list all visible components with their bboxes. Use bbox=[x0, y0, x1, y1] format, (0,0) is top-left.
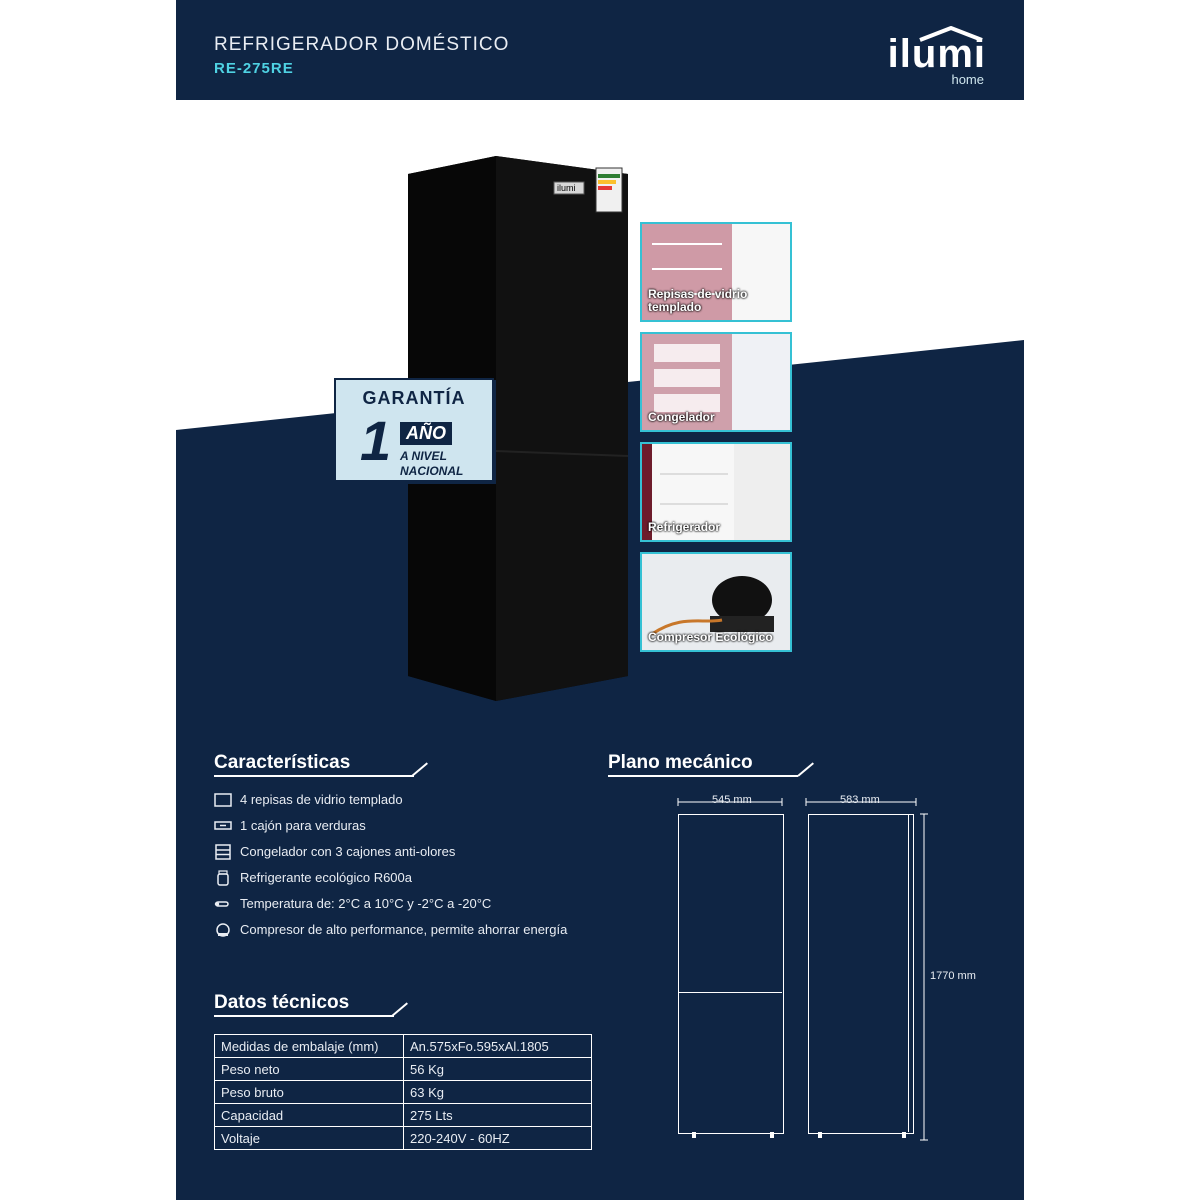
features-title: Características bbox=[214, 752, 351, 773]
compressor-icon bbox=[216, 923, 230, 937]
table-row: Peso neto 56 Kg bbox=[214, 1057, 592, 1081]
side-depth-label: 583 mm bbox=[840, 794, 880, 806]
feature-caption: Congelador bbox=[648, 410, 715, 424]
warranty-years: AÑO bbox=[400, 422, 452, 445]
list-item: Compresor de alto performance, permite a… bbox=[214, 920, 574, 960]
page: REFRIGERADOR DOMÉSTICO RE-275RE ilumi ho… bbox=[176, 0, 1024, 1200]
front-foot-right bbox=[770, 1132, 774, 1138]
fridge-photo-icon bbox=[642, 444, 790, 540]
features-title-underline bbox=[214, 775, 414, 777]
plan-title: Plano mecánico bbox=[608, 752, 753, 773]
list-item: 4 repisas de vidrio templado bbox=[214, 790, 574, 816]
front-logo-plate bbox=[553, 181, 585, 195]
shelves-photo-icon bbox=[642, 224, 790, 320]
table-key: Voltaje bbox=[214, 1126, 404, 1150]
list-item: Temperatura de: 2°C a 10°C y -2°C a -20°… bbox=[214, 894, 574, 920]
list-item: Refrigerante ecológico R600a bbox=[214, 868, 574, 894]
front-divider bbox=[678, 992, 782, 993]
warranty-number: 1 bbox=[360, 409, 392, 472]
refrigerant-icon bbox=[217, 870, 229, 886]
plan-title-underline bbox=[608, 775, 798, 777]
feature-images: Repisas de vidrio templado Congelador Re… bbox=[640, 222, 792, 662]
front-width-label: 545 mm bbox=[712, 794, 752, 806]
tech-title: Datos técnicos bbox=[214, 992, 350, 1013]
drawer-icon bbox=[214, 821, 232, 830]
warranty-scope-line-1: A NIVEL bbox=[400, 449, 447, 463]
thermometer-icon bbox=[214, 901, 229, 907]
background-shape bbox=[176, 340, 1024, 1200]
table-row: Voltaje 220-240V - 60HZ bbox=[214, 1126, 592, 1150]
model-code: RE-275RE bbox=[214, 60, 294, 77]
table-row: Capacidad 275 Lts bbox=[214, 1103, 592, 1127]
feature-caption: Refrigerador bbox=[648, 520, 721, 534]
warranty-badge: GARANTÍA 1 AÑO A NIVEL NACIONAL bbox=[334, 378, 494, 482]
page-title: REFRIGERADOR DOMÉSTICO bbox=[214, 34, 510, 55]
side-outline bbox=[808, 814, 914, 1134]
feature-text: Refrigerante ecológico R600a bbox=[240, 870, 412, 885]
feature-text: Compresor de alto performance, permite a… bbox=[240, 922, 568, 937]
table-row: Peso bruto 63 Kg bbox=[214, 1080, 592, 1104]
height-label: 1770 mm bbox=[930, 970, 976, 982]
table-value: 56 Kg bbox=[403, 1057, 592, 1081]
feature-text: Congelador con 3 cajones anti-olores bbox=[240, 844, 456, 859]
house-roof-icon bbox=[919, 26, 983, 42]
tech-title-underline bbox=[214, 1015, 394, 1017]
feature-image-freezer: Congelador bbox=[640, 332, 792, 432]
drawers-icon bbox=[215, 844, 231, 860]
list-item: Congelador con 3 cajones anti-olores bbox=[214, 842, 574, 868]
table-key: Peso neto bbox=[214, 1057, 404, 1081]
side-foot-right bbox=[902, 1132, 906, 1138]
table-key: Capacidad bbox=[214, 1103, 404, 1127]
mechanical-plan: 545 mm 583 mm 1770 mm bbox=[606, 790, 1006, 1150]
warranty-title: GARANTÍA bbox=[362, 388, 466, 408]
feature-image-compressor: Compresor Ecológico bbox=[640, 552, 792, 652]
feature-text: 4 repisas de vidrio templado bbox=[240, 792, 403, 807]
compressor-photo-icon bbox=[642, 554, 790, 650]
front-outline bbox=[678, 814, 784, 1134]
feature-text: Temperatura de: 2°C a 10°C y -2°C a -20°… bbox=[240, 896, 492, 911]
tech-data-table: Medidas de embalaje (mm) An.575xFo.595xA… bbox=[214, 1034, 592, 1150]
brand-logo: ilumi home bbox=[876, 26, 986, 88]
front-logo: ilumi bbox=[557, 183, 576, 193]
feature-text: 1 cajón para verduras bbox=[240, 818, 366, 833]
features-list: 4 repisas de vidrio templado 1 cajón par… bbox=[214, 790, 574, 960]
feature-image-fridge: Refrigerador bbox=[640, 442, 792, 542]
list-item: 1 cajón para verduras bbox=[214, 816, 574, 842]
header: REFRIGERADOR DOMÉSTICO RE-275RE ilumi ho… bbox=[176, 0, 1024, 100]
feature-caption: Compresor Ecológico bbox=[648, 630, 773, 644]
freezer-photo-icon bbox=[642, 334, 790, 430]
shelf-icon bbox=[214, 793, 232, 807]
side-foot-left bbox=[818, 1132, 822, 1138]
brand-name: ilumi bbox=[887, 32, 986, 76]
refrigerator-image: ilumi bbox=[408, 156, 628, 701]
brand-subtitle: home bbox=[951, 72, 984, 87]
feature-caption: Repisas de vidrio templado bbox=[648, 287, 748, 314]
table-value: 275 Lts bbox=[403, 1103, 592, 1127]
table-value: An.575xFo.595xAl.1805 bbox=[403, 1034, 592, 1058]
feature-image-shelves: Repisas de vidrio templado bbox=[640, 222, 792, 322]
side-edge bbox=[908, 814, 909, 1132]
warranty-scope-line-2: NACIONAL bbox=[400, 464, 464, 478]
table-key: Medidas de embalaje (mm) bbox=[214, 1034, 404, 1058]
front-foot-left bbox=[692, 1132, 696, 1138]
table-value: 220-240V - 60HZ bbox=[403, 1126, 592, 1150]
table-value: 63 Kg bbox=[403, 1080, 592, 1104]
table-row: Medidas de embalaje (mm) An.575xFo.595xA… bbox=[214, 1034, 592, 1058]
front-dimension-line bbox=[677, 798, 928, 1141]
table-key: Peso bruto bbox=[214, 1080, 404, 1104]
